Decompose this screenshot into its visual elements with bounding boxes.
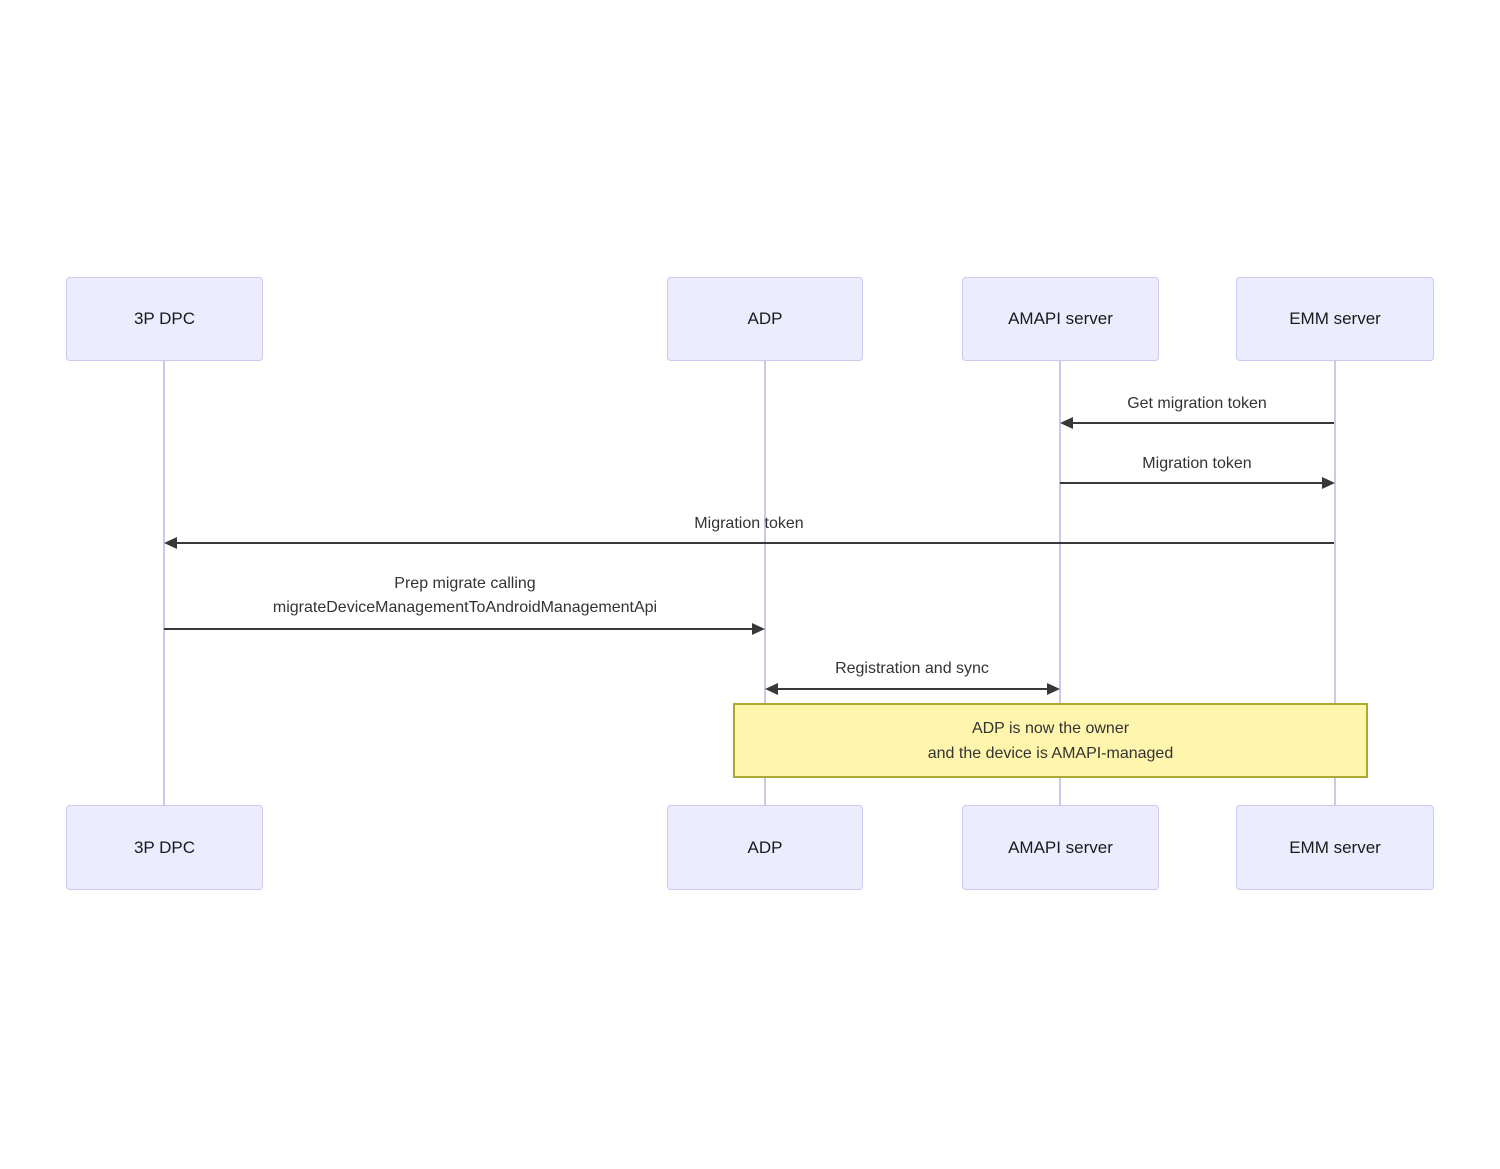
message-arrow-line (164, 628, 753, 630)
message-arrow-line (1071, 422, 1334, 424)
actor-3p-dpc-top: 3P DPC (66, 277, 263, 361)
actor-label: AMAPI server (1008, 309, 1113, 328)
message-label-line1: Prep migrate calling (394, 575, 536, 592)
actor-label: EMM server (1289, 837, 1381, 857)
note-line2: and the device is AMAPI-managed (927, 744, 1174, 762)
message-arrow-line (778, 688, 1047, 690)
message-label-migration-token-to-dpc: Migration token (694, 515, 804, 532)
message-arrow-line (177, 542, 1334, 544)
message-label-get-migration-token: Get migration token (1127, 395, 1267, 412)
actor-label: 3P DPC (133, 309, 196, 328)
actor-label: ADP (747, 309, 783, 328)
actor-amapi-server-top: AMAPI server (962, 277, 1159, 361)
arrowhead-left-icon (1060, 417, 1073, 429)
lifeline-3p-dpc (163, 361, 165, 805)
lifeline-adp (764, 361, 766, 805)
actor-adp-bottom: ADP (667, 805, 863, 890)
actor-adp-top: ADP (667, 277, 863, 361)
actor-amapi-server-bottom: AMAPI server (962, 805, 1159, 890)
arrowhead-right-icon (1047, 683, 1060, 695)
arrowhead-right-icon (1322, 477, 1335, 489)
actor-emm-server-bottom: EMM server (1236, 805, 1434, 890)
actor-label: AMAPI server (1008, 837, 1113, 857)
actor-label: EMM server (1289, 309, 1381, 328)
arrowhead-left-icon (164, 537, 177, 549)
actor-emm-server-top: EMM server (1236, 277, 1434, 361)
lifeline-amapi-server (1059, 361, 1061, 805)
message-label-registration-sync: Registration and sync (835, 660, 989, 677)
actor-label: 3P DPC (133, 837, 196, 857)
arrowhead-right-icon (752, 623, 765, 635)
message-arrow-line (1060, 482, 1323, 484)
arrowhead-left-icon (765, 683, 778, 695)
message-label-prep-migrate: Prep migrate calling migrateDeviceManage… (273, 572, 657, 620)
actor-label: ADP (747, 837, 783, 857)
note-line1: ADP is now the owner (971, 719, 1130, 737)
message-label-migration-token-return: Migration token (1142, 455, 1252, 472)
note-adp-owner: ADP is now the owner and the device is A… (733, 703, 1368, 778)
actor-3p-dpc-bottom: 3P DPC (66, 805, 263, 890)
message-label-line2: migrateDeviceManagementToAndroidManageme… (272, 599, 658, 616)
lifeline-emm-server (1334, 361, 1336, 805)
